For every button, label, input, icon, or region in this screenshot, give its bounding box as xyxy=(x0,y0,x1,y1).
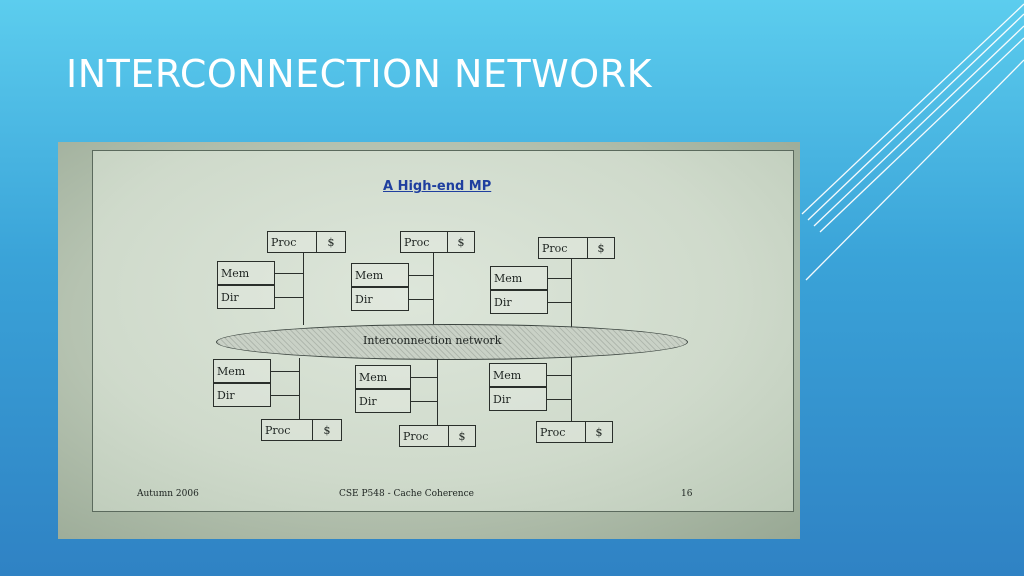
mem-box: Mem xyxy=(213,359,271,383)
node-connector xyxy=(547,399,571,400)
mem-box: Mem xyxy=(490,266,548,290)
proc-box: Proc xyxy=(261,419,313,441)
cache-box: $ xyxy=(448,425,476,447)
cache-box: $ xyxy=(312,419,342,441)
footer-date: Autumn 2006 xyxy=(137,489,199,499)
node-connector xyxy=(271,371,299,372)
node-connector xyxy=(409,275,433,276)
node-connector xyxy=(433,253,434,325)
proc-box: Proc xyxy=(399,425,449,447)
proc-box: Proc xyxy=(267,231,317,253)
dir-box: Dir xyxy=(490,290,548,314)
node-connector xyxy=(411,401,437,402)
mem-box: Mem xyxy=(355,365,411,389)
node-connector xyxy=(299,358,300,419)
slide-paper: A High-end MP Proc $ Mem Dir Proc $ Mem … xyxy=(92,150,794,512)
footer-course: CSE P548 - Cache Coherence xyxy=(339,489,474,499)
cache-box: $ xyxy=(585,421,613,443)
node-connector xyxy=(411,377,437,378)
dir-box: Dir xyxy=(213,383,271,407)
node-connector xyxy=(547,375,571,376)
node-connector xyxy=(271,395,299,396)
cache-box: $ xyxy=(587,237,615,259)
node-connector xyxy=(548,278,571,279)
node-connector xyxy=(548,302,571,303)
mem-box: Mem xyxy=(217,261,275,285)
footer-page-number: 16 xyxy=(681,489,693,499)
node-connector xyxy=(275,297,303,298)
node-connector xyxy=(437,359,438,425)
node-connector xyxy=(571,259,572,327)
dir-box: Dir xyxy=(489,387,547,411)
node-connector xyxy=(275,273,303,274)
node-connector xyxy=(571,357,572,421)
dir-box: Dir xyxy=(217,285,275,309)
proc-box: Proc xyxy=(536,421,586,443)
interconnection-network xyxy=(216,324,688,360)
mem-box: Mem xyxy=(351,263,409,287)
mem-box: Mem xyxy=(489,363,547,387)
decorative-diagonal-lines xyxy=(801,3,1024,281)
cache-box: $ xyxy=(447,231,475,253)
dir-box: Dir xyxy=(355,389,411,413)
node-connector xyxy=(409,299,433,300)
diagram-heading: A High-end MP xyxy=(383,179,492,194)
node-connector xyxy=(303,253,304,325)
network-label: Interconnection network xyxy=(363,334,502,347)
slide-title: INTERCONNECTION NETWORK xyxy=(66,52,652,96)
proc-box: Proc xyxy=(538,237,588,259)
proc-box: Proc xyxy=(400,231,448,253)
cache-box: $ xyxy=(316,231,346,253)
dir-box: Dir xyxy=(351,287,409,311)
diagram-photo: A High-end MP Proc $ Mem Dir Proc $ Mem … xyxy=(58,142,800,539)
